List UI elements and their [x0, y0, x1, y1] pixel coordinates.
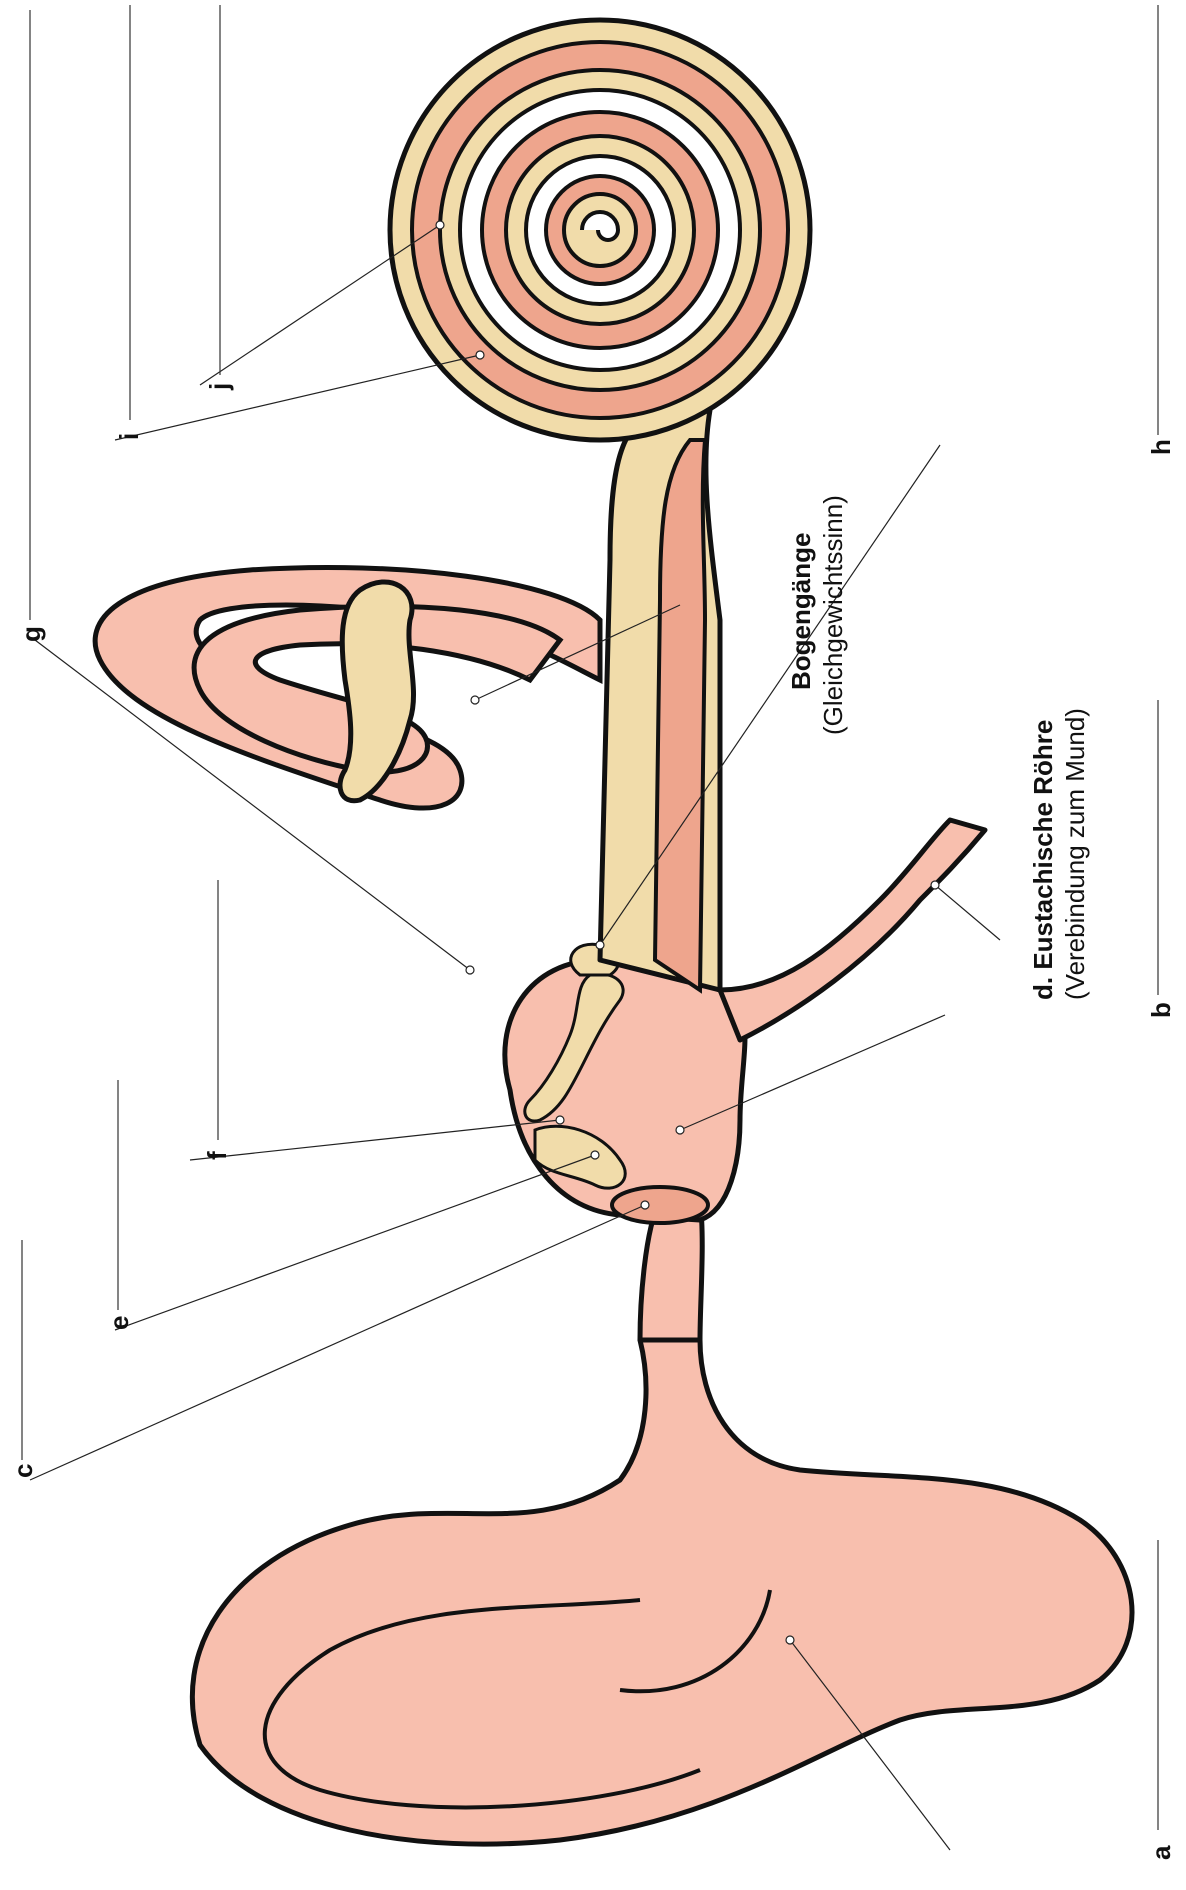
label-g: g: [16, 626, 46, 642]
leader-eustachische: [935, 885, 1000, 940]
eustachische-title: d. Eustachische Röhre: [1028, 720, 1058, 1000]
pointer-g: [466, 966, 474, 974]
bogengaenge-subtitle: (Gleichgewichtssinn): [818, 495, 848, 735]
eustachische-subtitle: (Verebindung zum Mund): [1060, 708, 1090, 1000]
eustachische-label: d. Eustachische Röhre (Verebindung zum M…: [1028, 708, 1090, 1000]
leader-c: [30, 1205, 645, 1480]
pointer-h: [596, 941, 604, 949]
cochlea: [390, 20, 810, 440]
pointer-j: [436, 221, 444, 229]
cochlear-duct-inner: [655, 440, 705, 990]
pointer-b: [676, 1126, 684, 1134]
label-h: h: [1146, 439, 1176, 455]
oval-window: [612, 1187, 708, 1223]
pointer-f: [556, 1116, 564, 1124]
pointer-i: [476, 351, 484, 359]
pointer-bogengaenge: [471, 696, 479, 704]
leader-i: [115, 355, 480, 440]
pointer-a: [786, 1636, 794, 1644]
label-a: a: [1146, 1845, 1176, 1860]
pointer-c: [641, 1201, 649, 1209]
leader-f: [190, 1120, 560, 1160]
leader-e: [115, 1155, 595, 1330]
label-c: c: [8, 1464, 38, 1478]
label-j: j: [204, 383, 234, 391]
pointer-e: [591, 1151, 599, 1159]
eustachian-tube: [720, 820, 985, 1040]
pointer-eustachische: [931, 881, 939, 889]
bogengaenge-title: Bogengänge: [786, 533, 816, 690]
label-i: i: [114, 433, 144, 440]
label-b: b: [1146, 1002, 1176, 1018]
label-e: e: [104, 1316, 134, 1330]
ear-illustration: [95, 20, 1132, 1844]
label-f: f: [202, 1151, 232, 1160]
bogengaenge-label: Bogengänge (Gleichgewichtssinn): [786, 495, 848, 735]
semicircular-canals: [95, 567, 600, 808]
outer-sac: [192, 1340, 1132, 1844]
